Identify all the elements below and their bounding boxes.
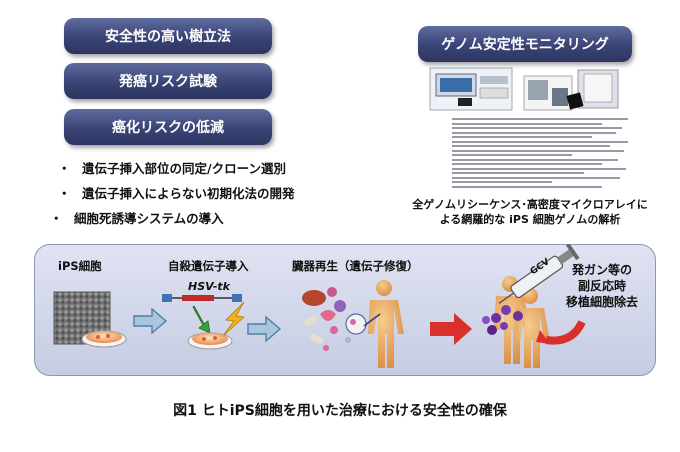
box-genome-monitoring-label: ゲノム安定性モニタリング: [441, 37, 609, 53]
box-safe-establishment-label: 安全性の高い樹立法: [105, 29, 231, 45]
sequence-line: [452, 127, 622, 129]
sequence-line: [452, 122, 602, 125]
gene-construct-icon: [162, 294, 242, 302]
sequence-line: [452, 149, 624, 152]
sequence-line: [452, 118, 628, 120]
side-effect-removal-label: 発ガン等の 副反応時 移植細胞除去: [565, 263, 638, 309]
human-figure-icon: [363, 280, 404, 368]
sequence-line: [452, 145, 610, 147]
lightning-icon: [221, 301, 245, 338]
sequence-line: [452, 181, 552, 183]
sequence-line: [452, 154, 572, 156]
flow-arrow-1: [133, 307, 168, 335]
genome-caption: 全ゲノムリシーケンス･高密度マイクロアレイに よる網羅的な iPS 細胞ゲノムの…: [412, 198, 648, 226]
sequence-line: [452, 167, 626, 170]
sequence-line: [452, 131, 616, 134]
sequencer-equipment-image: [429, 67, 619, 111]
organ-cluster-icon: [302, 287, 367, 351]
box-cancer-risk-reduction: 癌化リスクの低減: [64, 109, 272, 145]
bullet-item: ・遺伝子挿入部位の同定/クローン選別: [58, 161, 286, 176]
box-safe-establishment: 安全性の高い樹立法: [64, 18, 272, 54]
therapy-flow-illustration: iPS細胞 自殺遺伝子導入 HSV-tk 臓器再生（遺伝子修復） GCV: [53, 244, 586, 368]
green-arrow-icon: [192, 305, 211, 334]
stage-label-organ-regeneration: 臓器再生（遺伝子修復）: [292, 259, 419, 273]
flow-arrow-2: [247, 315, 282, 343]
syringe-icon: [498, 244, 580, 304]
sequence-line: [452, 158, 618, 161]
sequence-line: [452, 172, 584, 174]
red-arrow-icon: [430, 313, 472, 345]
box-cancer-risk-reduction-label: 癌化リスクの低減: [112, 120, 224, 136]
stage-label-suicide-gene: 自殺遺伝子導入: [168, 259, 249, 273]
figure-caption: 図1 ヒトiPS細胞を用いた治療における安全性の確保: [173, 403, 507, 419]
tumor-cell-cluster: [482, 305, 523, 335]
sequence-line: [452, 136, 592, 138]
culture-dish-icon: [81, 330, 127, 348]
stage-label-ips: iPS細胞: [58, 259, 102, 273]
sequence-line: [452, 163, 602, 165]
genome-sequence-readout: [452, 118, 632, 192]
box-genome-monitoring: ゲノム安定性モニタリング: [418, 26, 632, 62]
sequence-line: [452, 185, 602, 188]
sequence-line: [452, 140, 628, 143]
sequence-line: [452, 176, 620, 179]
bullet-item: ・遺伝子挿入によらない初期化法の開発: [58, 186, 295, 201]
culture-dish-icon: [187, 332, 233, 350]
gene-label: HSV-tk: [188, 280, 231, 293]
bullet-item: ・細胞死誘導システムの導入: [50, 211, 224, 226]
curved-red-arrow-icon: [536, 320, 586, 345]
box-cancer-risk-test-label: 発癌リスク試験: [119, 74, 217, 90]
box-cancer-risk-test: 発癌リスク試験: [64, 63, 272, 99]
